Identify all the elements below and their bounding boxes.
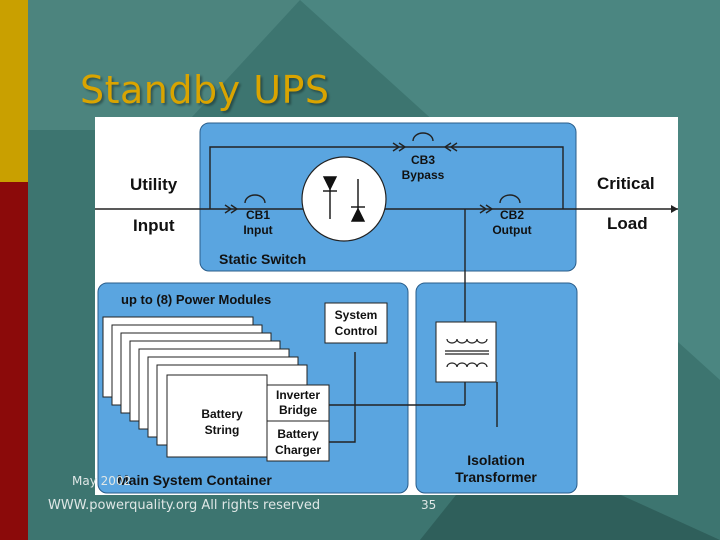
charger-label-2: Charger (275, 443, 321, 457)
cb2-arc (499, 194, 521, 204)
battery-string-box (166, 374, 268, 458)
gold-side-bar (0, 0, 28, 182)
static-switch-circle (301, 156, 387, 242)
red-side-bar (0, 182, 28, 540)
power-module-stack (102, 316, 330, 462)
transformer-box (435, 321, 497, 383)
background-facet-top (0, 0, 300, 130)
static-switch-label: Static Switch (219, 251, 306, 267)
inverter-bridge-box (266, 384, 330, 422)
cb3-arc (412, 132, 434, 142)
transformer-secondary-coil (446, 362, 488, 368)
isolation-label-1: Isolation (467, 452, 525, 468)
output-arrow-icon (671, 205, 678, 213)
system-control-label-2: Control (335, 324, 378, 338)
cb1-chevrons (224, 204, 239, 214)
bypass-line (209, 146, 564, 209)
inverter-label-1: Inverter (276, 388, 320, 402)
footer-url: WWW.powerquality.org All rights reserved (48, 498, 321, 513)
thyristor-icon (322, 176, 366, 222)
thyristor-down-triangle (350, 207, 366, 222)
cb1-label: CB1 (246, 208, 270, 222)
cb3-sublabel: Bypass (402, 168, 445, 182)
cb2-chevrons (479, 204, 494, 214)
cb2-label: CB2 (500, 208, 524, 222)
critical-label: Critical (597, 174, 655, 193)
battery-string-label-2: String (205, 423, 240, 437)
ups-diagram: Utility Input Critical Load CB1 Input CB… (95, 117, 678, 495)
page-number: 35 (421, 498, 437, 512)
load-label: Load (607, 214, 648, 233)
static-switch-panel (199, 122, 577, 272)
main-container-label: Main System Container (117, 472, 272, 488)
cb2-sublabel: Output (492, 223, 531, 237)
cb1-sublabel: Input (243, 223, 272, 237)
slide-title: Standby UPS (80, 68, 330, 112)
transformer-coil-icon (445, 338, 489, 368)
power-modules-label: up to (8) Power Modules (121, 292, 271, 307)
cb1-arc (244, 194, 266, 204)
isolation-label-2: Transformer (455, 469, 537, 485)
thyristor-up-triangle (322, 176, 338, 191)
cb3-chevrons (392, 142, 407, 152)
battery-string-label-1: Battery (201, 407, 243, 421)
inverter-label-2: Bridge (279, 403, 317, 417)
system-control-label-1: System (335, 308, 378, 322)
footer-date: May 2002 (72, 474, 132, 488)
cb3-label: CB3 (411, 153, 435, 167)
input-label: Input (133, 216, 175, 235)
cb3-chevrons-right (443, 142, 458, 152)
charger-link-line (328, 352, 356, 443)
transformer-primary-coil (446, 338, 488, 344)
battery-charger-box (266, 420, 330, 462)
charger-label-1: Battery (277, 427, 319, 441)
breakers (224, 132, 521, 214)
utility-label: Utility (130, 175, 178, 194)
system-control-box (324, 302, 388, 344)
